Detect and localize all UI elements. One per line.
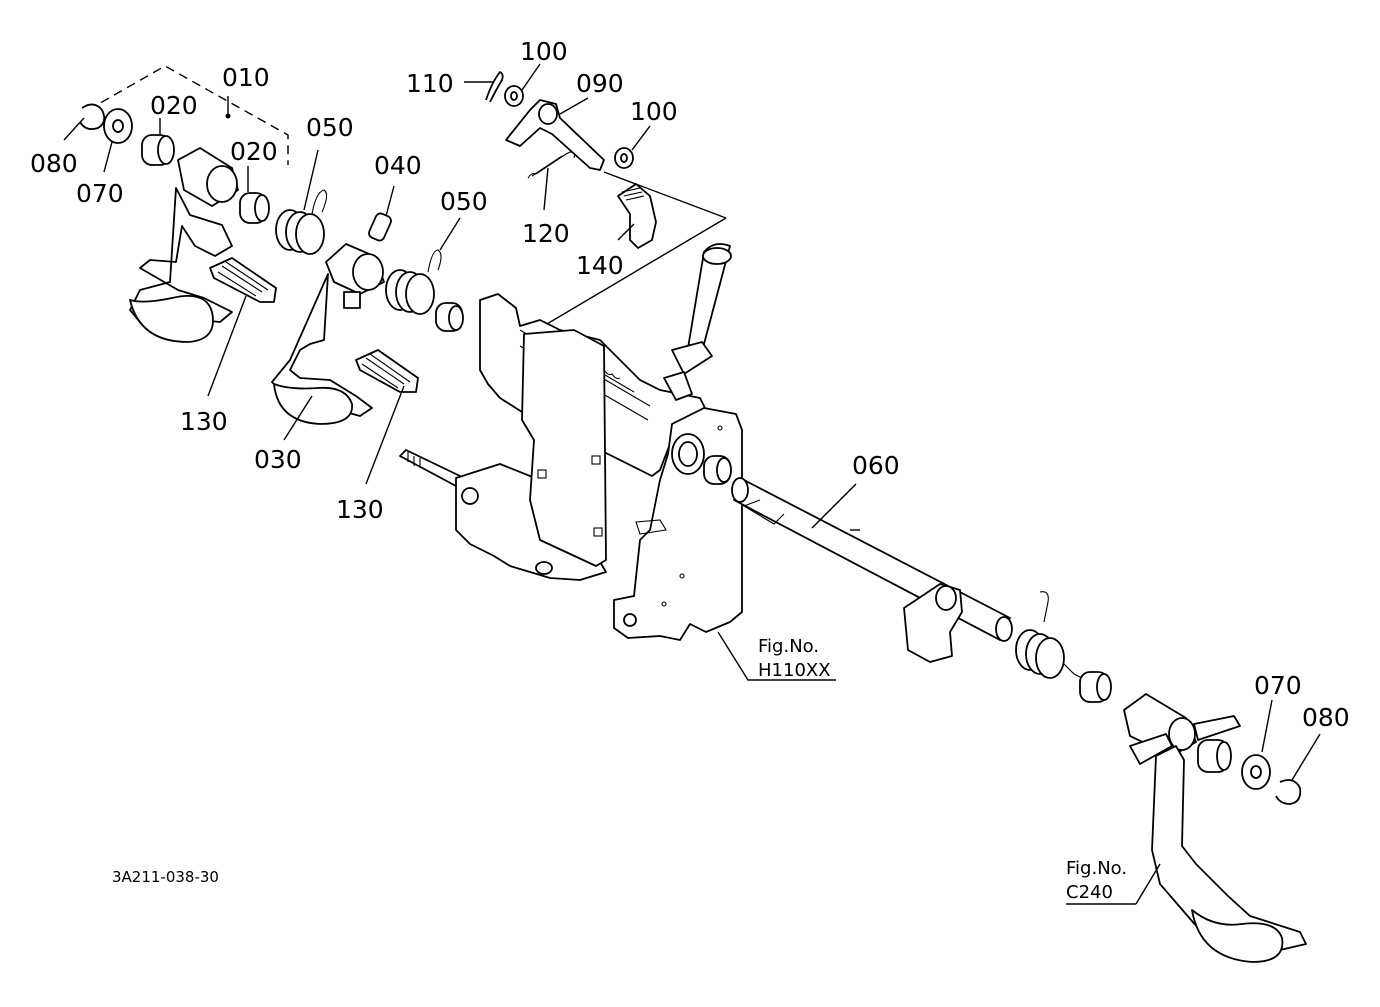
figure-references: Fig.No. H110XX Fig.No. C240	[758, 636, 1127, 903]
label-020-left: 020	[150, 91, 198, 120]
fig-ref-h-label: Fig.No.	[758, 636, 819, 657]
label-130-lower: 130	[336, 495, 384, 524]
cross-shaft-060	[703, 455, 1013, 663]
label-080-right: 080	[1302, 703, 1350, 732]
label-050-upper: 050	[306, 113, 354, 142]
label-140: 140	[576, 251, 624, 280]
fig-ref-c-value: C240	[1066, 882, 1113, 903]
part-labels: 010 020 020 050 040 050 080 070 130 030 …	[30, 37, 1350, 732]
pedal-bracket-frame	[399, 243, 836, 681]
label-040: 040	[374, 151, 422, 180]
label-020-right: 020	[230, 137, 278, 166]
label-070-left: 070	[76, 179, 124, 208]
label-090: 090	[576, 69, 624, 98]
label-010: 010	[222, 63, 270, 92]
label-070-right: 070	[1254, 671, 1302, 700]
label-080-left: 080	[30, 149, 78, 178]
drawing-code: 3A211-038-30	[112, 868, 219, 886]
label-100-lower: 100	[630, 97, 678, 126]
lock-latch-assembly	[464, 71, 727, 335]
fig-ref-h-value: H110XX	[758, 660, 831, 681]
pedal-030	[271, 212, 464, 425]
label-130-upper: 130	[180, 407, 228, 436]
label-100-upper: 100	[520, 37, 568, 66]
right-pedal-assembly	[1015, 591, 1307, 963]
label-110: 110	[406, 69, 454, 98]
label-120: 120	[522, 219, 570, 248]
pedal-assembly-010	[79, 65, 328, 343]
leader-lines	[63, 63, 1321, 781]
label-050-lower: 050	[440, 187, 488, 216]
label-030: 030	[254, 445, 302, 474]
fig-ref-c-label: Fig.No.	[1066, 858, 1127, 879]
label-060: 060	[852, 451, 900, 480]
